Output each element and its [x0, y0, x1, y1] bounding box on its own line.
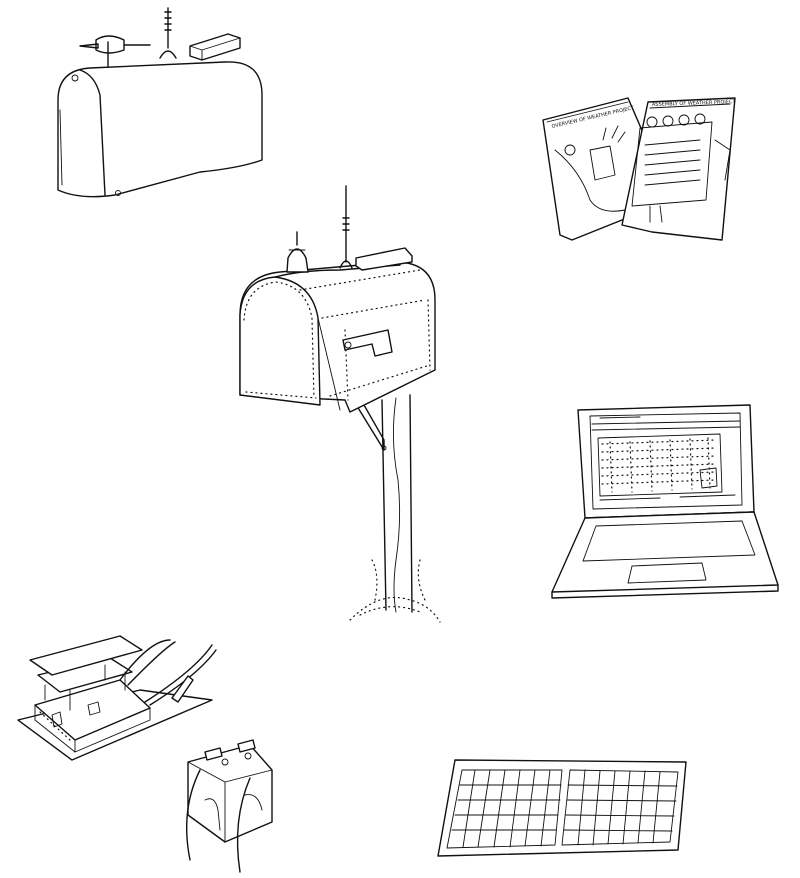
solar-panel: [437, 759, 687, 857]
circuit-board-assembly: [17, 635, 217, 761]
battery: [186, 739, 273, 873]
mailbox-antenna-icon: [339, 185, 353, 269]
weather-station-enclosure: [57, 7, 263, 198]
map-view-icon: [597, 433, 723, 497]
mailbox-flag-icon: [342, 329, 393, 357]
anemometer-icon: [79, 35, 151, 67]
mailbox-sensor-icon: [286, 231, 309, 273]
laptop: [551, 404, 779, 599]
antenna-icon: [159, 7, 177, 59]
sensor-box-icon: [189, 33, 241, 61]
right-document-title: ASSEMBLY OF WEATHER PROJECT: [652, 99, 737, 108]
central-mailbox: [239, 185, 441, 623]
printed-documents: OVERVIEW OF WEATHER PROJECT ASSEMBLY OF …: [542, 97, 737, 241]
